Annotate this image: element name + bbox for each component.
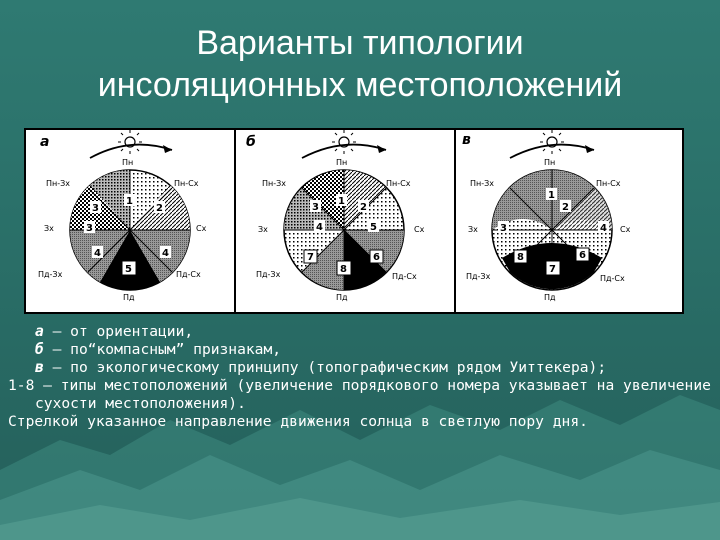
type-number: 3	[92, 203, 99, 214]
type-number: 2	[156, 203, 163, 214]
type-number: 4	[600, 223, 607, 234]
arrowhead-icon	[585, 145, 594, 153]
direction-sw-label: Пд-Зх	[466, 272, 491, 281]
direction-s-label: Пд	[123, 293, 135, 302]
type-number: 1	[548, 190, 555, 201]
direction-n-label: Пн	[336, 158, 347, 167]
caption-letter-c: в	[35, 359, 44, 376]
caption-types: 1-8 – типы местоположений (увеличение по…	[8, 377, 711, 412]
type-number: 4	[94, 248, 101, 259]
type-number: 7	[549, 264, 556, 275]
arrowhead-icon	[377, 145, 386, 153]
sun-icon	[540, 130, 564, 154]
arrowhead-icon	[163, 145, 172, 153]
direction-sw-label: Пд-Зх	[38, 270, 63, 279]
direction-se-label: Пд-Сх	[176, 270, 201, 279]
direction-nw-label: Пн-Зх	[470, 179, 494, 188]
caption-letter-b: б	[35, 341, 44, 358]
type-number: 2	[562, 202, 569, 213]
type-number: 4	[162, 248, 169, 259]
caption-text-c: – по экологическому принципу (топографич…	[43, 359, 607, 376]
direction-e-label: Сх	[620, 225, 631, 234]
panel-b-letter: б	[246, 134, 256, 150]
direction-w-label: Зх	[258, 225, 268, 234]
direction-nw-label: Пн-Зх	[46, 179, 70, 188]
sun-icon	[332, 130, 356, 154]
caption-text: а – от ориентации, б – по“компасным” при…	[8, 323, 713, 431]
direction-se-label: Пд-Сх	[392, 272, 417, 281]
insolation-figure: а Пн Пн-Зх Пн-Сх Зх Сх	[24, 128, 684, 314]
type-number: 1	[126, 196, 133, 207]
direction-w-label: Зх	[44, 224, 54, 233]
direction-ne-label: Пн-Сх	[596, 179, 621, 188]
type-number: 5	[125, 264, 132, 275]
direction-ne-label: Пн-Сх	[386, 179, 411, 188]
direction-s-label: Пд	[544, 293, 556, 302]
title-line-2: инсоляционных местоположений	[97, 66, 623, 104]
panel-a-letter: а	[40, 134, 49, 150]
panel-c-letter: в	[462, 132, 471, 148]
type-number: 8	[517, 252, 524, 263]
type-number: 1	[338, 196, 345, 207]
sun-path-arrow	[509, 143, 595, 159]
direction-e-label: Сх	[414, 225, 425, 234]
caption-line-c: в – по экологическому принципу (топограф…	[8, 359, 713, 377]
caption-text-a: – от ориентации,	[43, 323, 194, 340]
caption-text-b: – по“компасным” признакам,	[43, 341, 282, 358]
type-number: 3	[312, 202, 319, 213]
caption-line-b: б – по“компасным” признакам,	[8, 341, 713, 359]
type-number: 7	[307, 252, 314, 263]
direction-n-label: Пн	[122, 158, 133, 167]
direction-n-label: Пн	[544, 158, 555, 167]
type-number: 8	[340, 264, 347, 275]
direction-ne-label: Пн-Сх	[174, 179, 199, 188]
caption-letter-a: а	[35, 323, 44, 340]
title-line-1: Варианты типологии	[196, 24, 524, 62]
type-number: 6	[579, 250, 586, 261]
direction-s-label: Пд	[336, 293, 348, 302]
sun-path-arrow	[89, 143, 173, 159]
page-title: Варианты типологии инсоляционных местопо…	[0, 22, 720, 106]
sun-icon	[118, 130, 142, 154]
panel-a: а Пн Пн-Зх Пн-Сх Зх Сх	[38, 130, 207, 302]
caption-line-a: а – от ориентации,	[8, 323, 713, 341]
typology-diagrams: а Пн Пн-Зх Пн-Сх Зх Сх	[24, 128, 684, 314]
panel-b: б Пн Пн-Зх Пн-Сх Зх Сх	[246, 130, 425, 302]
sun-path-arrow	[301, 143, 387, 159]
direction-nw-label: Пн-Зх	[262, 179, 286, 188]
type-number: 5	[370, 222, 377, 233]
caption-arrow: Стрелкой указанное направление движения …	[8, 413, 588, 430]
direction-se-label: Пд-Сх	[600, 274, 625, 283]
type-number: 3	[500, 223, 507, 234]
type-number: 6	[373, 252, 380, 263]
panel-c: в Пн Пн-Зх Пн-Сх Зх Сх Пд-Зх	[462, 130, 631, 302]
type-number: 3	[86, 223, 93, 234]
direction-w-label: Зх	[468, 225, 478, 234]
direction-e-label: Сх	[196, 224, 207, 233]
type-number: 2	[360, 202, 367, 213]
type-number: 4	[316, 222, 323, 233]
direction-sw-label: Пд-Зх	[256, 270, 281, 279]
